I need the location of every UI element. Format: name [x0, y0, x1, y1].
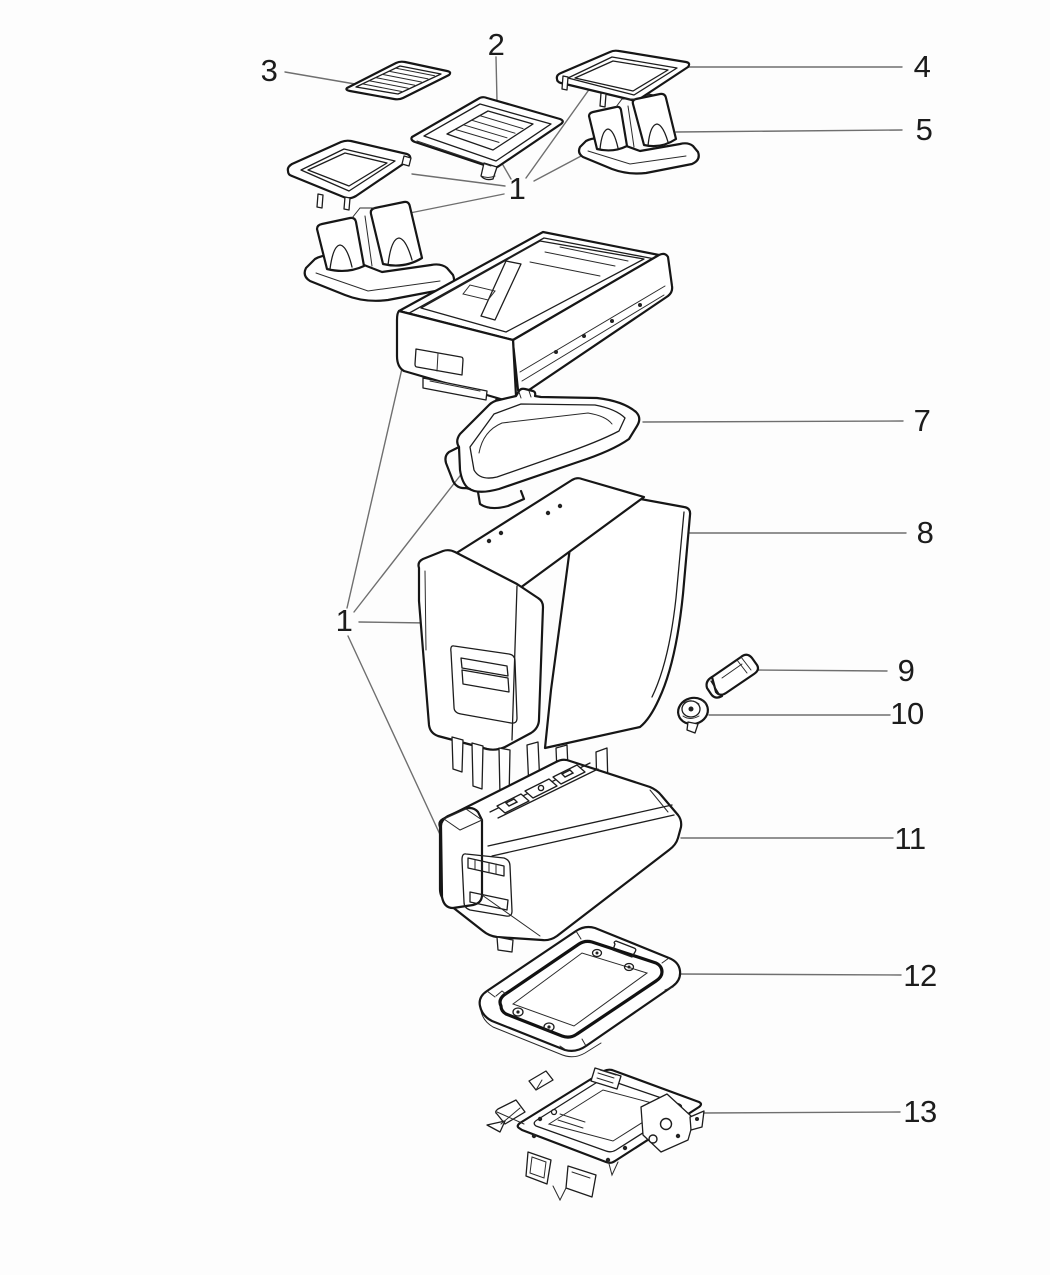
- leader-lines: [284, 56, 907, 1114]
- part-1-cupholder-left-drawing: [303, 200, 456, 302]
- part-2-tray-drawing: [410, 96, 564, 181]
- leader-line-5: [675, 129, 903, 133]
- part-4-frame-drawing: [555, 49, 691, 109]
- part-1-top-housing-drawing: [395, 230, 674, 414]
- callout-1-top: 1: [508, 171, 526, 206]
- part-1-bin-body-drawing: [417, 477, 646, 800]
- callout-7: 7: [913, 403, 931, 438]
- callout-11: 11: [894, 821, 926, 856]
- callout-13: 13: [903, 1094, 937, 1129]
- part-7-liner-tray-drawing: [444, 387, 641, 510]
- callout-9: 9: [897, 653, 915, 688]
- callout-1-mid: 1: [335, 603, 353, 638]
- leader-line-12: [677, 973, 902, 976]
- callout-4: 4: [913, 49, 931, 84]
- part-11-lower-console-drawing: [438, 758, 683, 953]
- part-10-socket-drawing: [677, 696, 709, 734]
- callout-5: 5: [915, 112, 933, 147]
- leader-line-13: [702, 1111, 901, 1114]
- part-13-bracket-drawing: [486, 1067, 705, 1202]
- leader-lines-callout-1-mid: [346, 350, 464, 842]
- part-1-frame-left-drawing: [286, 139, 412, 211]
- leader-line-2: [495, 56, 498, 102]
- leader-line-3: [284, 71, 356, 85]
- callout-12: 12: [903, 958, 937, 993]
- callout-2: 2: [487, 27, 505, 62]
- callout-10: 10: [890, 696, 924, 731]
- callout-8: 8: [916, 515, 934, 550]
- part-5-cupholder-drawing: [577, 92, 700, 175]
- part-3-mat-drawing: [345, 60, 452, 101]
- part-9-lighter-plug-drawing: [705, 653, 760, 699]
- leader-lines-callout-1-top: [389, 76, 599, 218]
- part-12-base-plate-drawing: [478, 925, 682, 1058]
- part-8-rear-panel-drawing: [543, 484, 692, 750]
- callout-3: 3: [260, 53, 278, 88]
- leader-line-7: [642, 420, 904, 423]
- leader-line-9: [756, 669, 888, 672]
